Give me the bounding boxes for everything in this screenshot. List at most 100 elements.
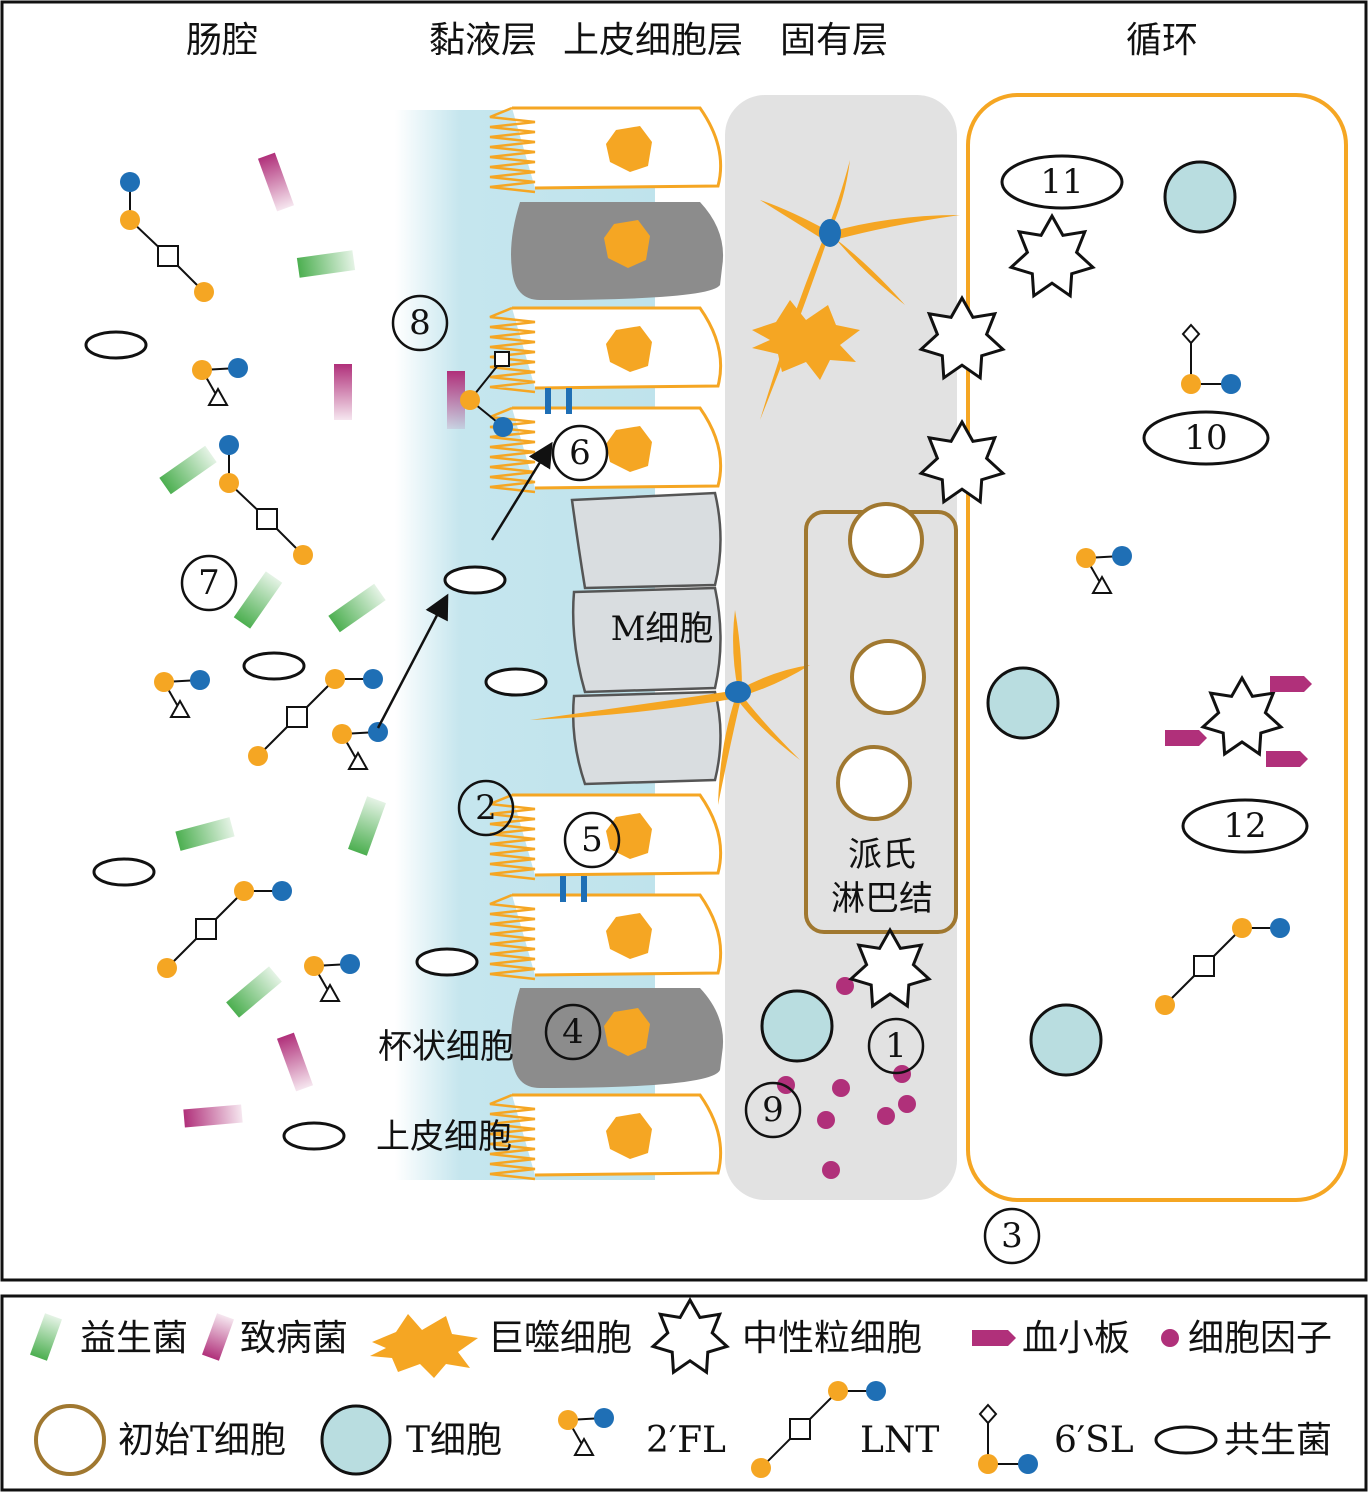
legend-label-2fl: 2′FL bbox=[646, 1420, 726, 1461]
step-number-5: 5 bbox=[563, 811, 621, 869]
neutrophil-icon bbox=[650, 1296, 730, 1375]
step-number-6: 6 bbox=[551, 424, 609, 482]
neutrophils bbox=[848, 212, 1284, 1009]
lnt-molecule bbox=[157, 881, 292, 978]
lnt-molecule bbox=[219, 435, 313, 565]
commensal-bacterium bbox=[242, 651, 306, 681]
goblet-cell-label: 杯状细胞 bbox=[378, 1027, 514, 1067]
2fl-molecule bbox=[192, 358, 248, 406]
commensal-bacterium bbox=[484, 667, 548, 697]
lamina-propria bbox=[725, 95, 957, 1200]
neutrophil bbox=[918, 294, 1006, 381]
translocation-arrows bbox=[376, 441, 553, 729]
6sl-molecule bbox=[978, 1403, 1038, 1474]
platelet-icon bbox=[972, 1330, 1016, 1346]
t-cell-icon bbox=[320, 1404, 392, 1476]
step-number-label: 4 bbox=[562, 1012, 584, 1052]
step-number-label: 8 bbox=[409, 303, 431, 343]
m-cell-label: M细胞 bbox=[611, 609, 714, 649]
step-number-10: 10 bbox=[1184, 418, 1227, 458]
header-lamina-propria: 固有层 bbox=[780, 20, 888, 61]
neutrophil bbox=[918, 418, 1006, 505]
commensal-bacterium bbox=[1142, 410, 1270, 466]
t-cell bbox=[986, 666, 1060, 740]
step-number-label: 3 bbox=[1001, 1216, 1023, 1256]
2fl-molecule bbox=[154, 670, 210, 718]
2fl-molecule bbox=[332, 722, 388, 770]
platelet bbox=[1270, 676, 1312, 692]
bacteria bbox=[84, 152, 1309, 1151]
legend-label-macrophage: 巨噬细胞 bbox=[488, 1318, 632, 1359]
step-number-label: 2 bbox=[475, 788, 497, 828]
epithelial-cell-label: 上皮细胞 bbox=[376, 1117, 512, 1157]
commensal-bacterium bbox=[84, 330, 148, 360]
header-epithelial-layer: 上皮细胞层 bbox=[563, 20, 743, 61]
step-number-2: 2 bbox=[457, 779, 515, 837]
epithelial-cell bbox=[489, 1093, 723, 1181]
commensal-bacterium bbox=[1000, 154, 1124, 210]
legend-label-probiotic: 益生菌 bbox=[80, 1318, 188, 1359]
probiotic-bacterium bbox=[233, 571, 283, 629]
epithelial-nucleus bbox=[606, 1113, 652, 1159]
probiotic-bacterium bbox=[328, 583, 386, 633]
6sl-molecule bbox=[1181, 323, 1241, 394]
commensal-bacterium bbox=[443, 565, 507, 595]
t-cell bbox=[1029, 1003, 1103, 1077]
legend-label-neutrophil: 中性粒细胞 bbox=[742, 1318, 922, 1359]
2fl-molecule bbox=[558, 1408, 614, 1456]
lnt-molecule bbox=[120, 172, 214, 302]
lnt-molecule bbox=[248, 669, 383, 766]
pathogen-icon bbox=[202, 1313, 234, 1361]
step-number-1: 1 bbox=[867, 1017, 925, 1075]
m-cell bbox=[571, 586, 722, 694]
epithelial-nucleus bbox=[606, 913, 652, 959]
step-number-label: 6 bbox=[569, 433, 591, 473]
epithelial-nucleus bbox=[606, 426, 652, 472]
6sl-molecule-bound bbox=[460, 351, 513, 437]
epithelial-cell bbox=[489, 893, 723, 981]
dendritic-cell-mcell bbox=[530, 610, 810, 805]
pathogenic-bacterium bbox=[334, 364, 352, 420]
pathogenic-bacterium bbox=[447, 371, 465, 429]
naive-t-cell bbox=[850, 639, 926, 715]
2fl-molecule bbox=[304, 954, 360, 1002]
probiotic-bacterium bbox=[296, 250, 356, 278]
commensal-icon bbox=[1154, 1425, 1218, 1455]
pathogenic-bacterium bbox=[276, 1032, 314, 1092]
legend-label-commensal: 共生菌 bbox=[1224, 1420, 1332, 1461]
step-number-label: 1 bbox=[885, 1026, 907, 1066]
column-headers: 肠腔 黏液层 上皮细胞层 固有层 循环 bbox=[186, 20, 1198, 61]
step-number-label: 5 bbox=[581, 820, 603, 860]
legend-label-t-cell: T细胞 bbox=[406, 1420, 502, 1461]
probiotic-bacterium bbox=[226, 966, 282, 1018]
step-number-11: 11 bbox=[1040, 162, 1083, 202]
step-number-9: 9 bbox=[744, 1081, 802, 1139]
neutrophil bbox=[1200, 674, 1284, 757]
2fl-molecule bbox=[1076, 546, 1132, 594]
step-number-7: 7 bbox=[180, 554, 238, 612]
m-cell bbox=[570, 491, 722, 590]
probiotic-bacterium bbox=[159, 445, 217, 495]
legend-label-platelet: 血小板 bbox=[1022, 1318, 1130, 1359]
naive-t-cell bbox=[848, 502, 924, 578]
t-cell bbox=[760, 989, 834, 1063]
circulation-vessel bbox=[966, 93, 1348, 1202]
legend-label-naive-t-cell: 初始T细胞 bbox=[118, 1420, 286, 1461]
epithelial-nucleus bbox=[606, 126, 652, 172]
commensal-bacterium bbox=[415, 947, 479, 977]
platelets bbox=[1165, 676, 1312, 767]
probiotic-bacterium bbox=[348, 796, 386, 856]
lnt-molecule bbox=[751, 1381, 886, 1478]
probiotic-bacterium bbox=[175, 817, 235, 851]
m-cell bbox=[571, 690, 722, 786]
hmo-molecules bbox=[120, 172, 1290, 1015]
epithelial-cells bbox=[489, 106, 723, 1181]
header-circulation: 循环 bbox=[1126, 20, 1198, 61]
pathogenic-bacterium bbox=[257, 152, 295, 212]
step-number-4: 4 bbox=[544, 1003, 602, 1061]
peyers-patch-label-line1: 派氏 bbox=[848, 835, 916, 875]
step-number-12: 12 bbox=[1223, 806, 1266, 846]
